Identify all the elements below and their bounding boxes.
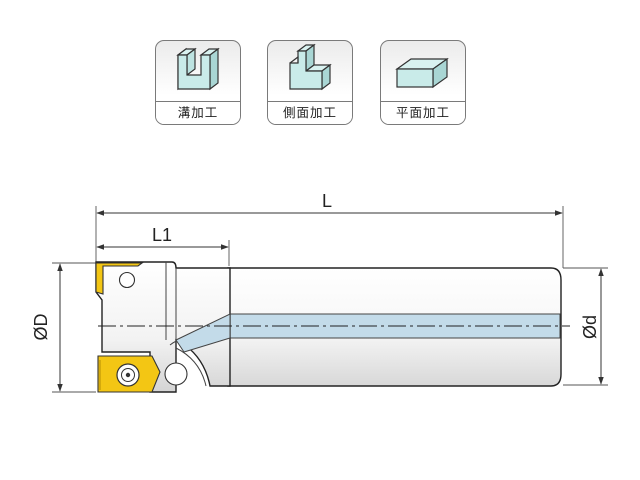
coolant-passage [175,313,231,353]
slot-machining-card: 溝加工 [155,40,241,125]
side-machining-card: 側面加工 [267,40,353,125]
side-workpiece-icon [289,43,332,91]
face-machining-card: 平面加工 [380,40,466,125]
tool-head [95,261,231,393]
upper-insert [95,262,144,295]
torx-screw-icon [116,363,140,387]
head-length-label: L1 [152,225,172,245]
chip-pocket-hole [164,362,188,386]
extension-lines [52,206,608,393]
overall-length-label: L [322,191,332,211]
slot-machining-label: 溝加工 [156,101,240,124]
side-machining-label: 側面加工 [268,101,352,124]
shank-diameter-label: Ød [580,315,600,339]
slot-workpiece-icon [176,47,220,91]
upper-screw-hole [118,271,136,289]
cutting-diameter-label: ØD [31,313,51,340]
face-workpiece-icon [395,57,449,89]
face-machining-label: 平面加工 [381,101,465,124]
